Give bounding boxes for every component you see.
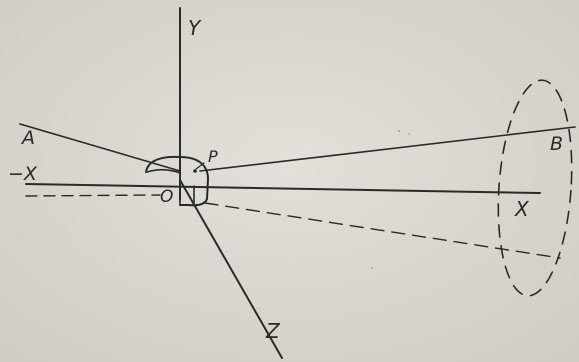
- sight-line-b: [199, 126, 576, 172]
- label-neg-x-axis: −X: [8, 163, 38, 185]
- sight-line-a: [19, 123, 181, 172]
- eye-cap-inner: [146, 168, 181, 174]
- label-point-a: A: [20, 127, 35, 149]
- paper-specks: [371, 130, 410, 269]
- eye-cap-box: [179, 185, 195, 206]
- dashed-line-left: [25, 194, 161, 197]
- label-z-axis: Z: [265, 319, 281, 343]
- point-p-dot: [193, 169, 197, 173]
- label-point-b: B: [550, 133, 563, 155]
- dashed-ellipse: [497, 79, 573, 297]
- label-x-axis: X: [514, 197, 530, 221]
- label-y-axis: Y: [188, 16, 202, 40]
- label-origin: O: [160, 187, 173, 207]
- z-axis-line: [179, 179, 283, 359]
- x-axis-line: [25, 183, 541, 194]
- eye-cap-outline: [145, 155, 210, 207]
- label-point-p: P: [208, 147, 218, 166]
- p-leader: [195, 162, 205, 170]
